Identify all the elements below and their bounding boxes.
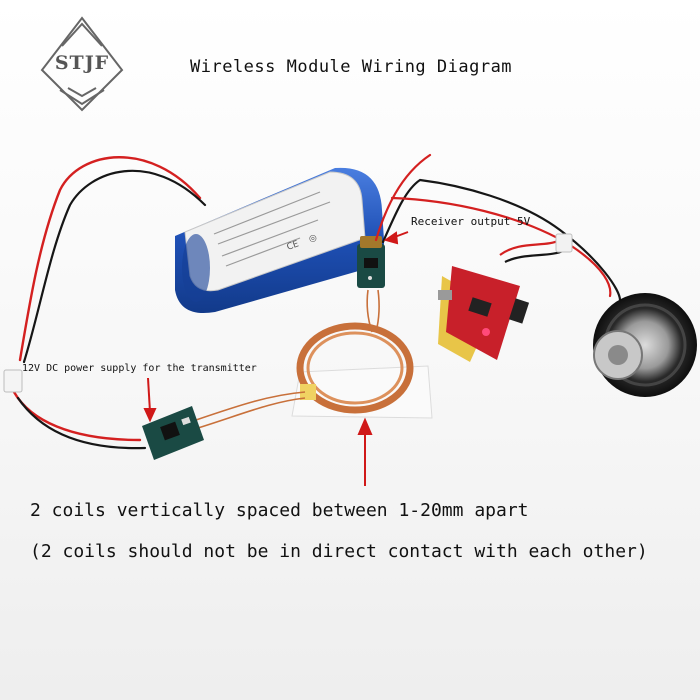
stjf-logo-icon	[40, 16, 124, 112]
transmitter-board-icon	[142, 391, 306, 460]
svg-text:◎: ◎	[308, 233, 319, 245]
coil-spacing-note: 2 coils vertically spaced between 1-20mm…	[30, 500, 529, 521]
transmitter-power-label: 12V DC power supply for the transmitter	[22, 363, 257, 374]
logo-text: STJF	[54, 52, 110, 74]
battery-wires	[3, 156, 207, 450]
coil-contact-note: (2 coils should not be in direct contact…	[30, 541, 648, 562]
page-title: Wireless Module Wiring Diagram	[190, 57, 513, 77]
battery-pack-icon: CE ◎	[175, 167, 385, 314]
receiver-output-label: Receiver output 5V	[411, 215, 531, 228]
amplifier-board-icon	[438, 233, 573, 362]
arrow-icon	[143, 231, 409, 486]
speaker-icon	[593, 293, 697, 397]
svg-text:CE: CE	[286, 239, 301, 253]
transmitter-coil-icon	[291, 322, 433, 419]
receiver-wires	[374, 153, 622, 302]
